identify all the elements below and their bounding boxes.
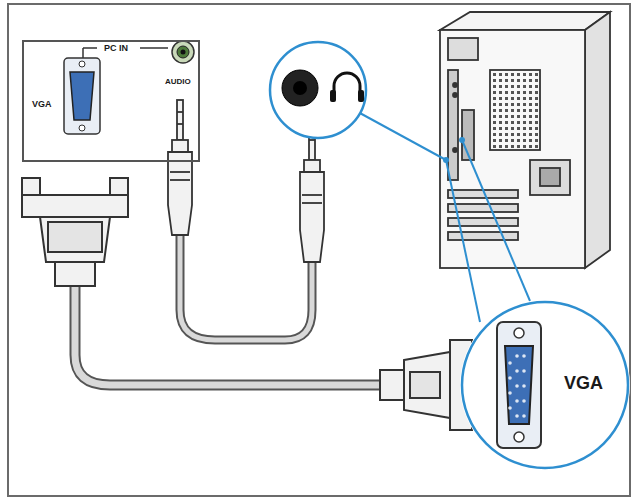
- vga-magnifier-ground: [460, 300, 630, 470]
- pin-dot: [508, 361, 512, 365]
- bracket-line: [82, 48, 84, 58]
- port-label: AUDIO: [165, 78, 191, 87]
- vga-cable: [75, 285, 385, 385]
- panel-ground: [22, 40, 200, 162]
- pin-dot: [508, 376, 512, 380]
- pin-dot: [508, 406, 512, 410]
- pin-dot: [522, 414, 526, 418]
- audio-jack: [172, 41, 194, 63]
- computer-tower: [440, 12, 610, 268]
- vga-plug: [380, 340, 472, 430]
- leader-line: [446, 160, 480, 322]
- pin-dot: [515, 384, 519, 388]
- pin-dot: [522, 399, 526, 403]
- magnifier-outline: [460, 300, 630, 470]
- vga-magnifier: VGA: [460, 300, 630, 470]
- pin-dot: [522, 369, 526, 373]
- leader-dot: [443, 157, 449, 163]
- leader-line: [462, 140, 530, 301]
- vga-cable: [75, 285, 385, 385]
- magnifier-outline: [462, 302, 628, 468]
- pin-dot: [515, 354, 519, 358]
- audio-cable: [180, 235, 312, 340]
- port-label: VGA: [32, 100, 52, 110]
- pin-dot: [515, 399, 519, 403]
- audio-cable: [180, 235, 312, 340]
- frame: [8, 4, 630, 496]
- pin-dot: [515, 414, 519, 418]
- audio-plug: [168, 100, 192, 235]
- leader-dot: [459, 137, 465, 143]
- leader-line: [358, 112, 446, 160]
- vga-port: [497, 322, 541, 448]
- pin-dot: [522, 384, 526, 388]
- connector-panel: PC IN VGA AUDIO: [22, 40, 200, 162]
- port-label: PC IN: [102, 44, 130, 54]
- vga-port: [64, 58, 100, 134]
- pin-dot: [522, 354, 526, 358]
- pin-dot: [515, 369, 519, 373]
- vga-plug: [22, 178, 128, 286]
- bracket-line: [83, 47, 97, 49]
- bracket-line: [140, 47, 168, 49]
- port-label: VGA: [564, 374, 603, 394]
- pin-dot: [508, 391, 512, 395]
- headphone-magnifier: [270, 42, 366, 138]
